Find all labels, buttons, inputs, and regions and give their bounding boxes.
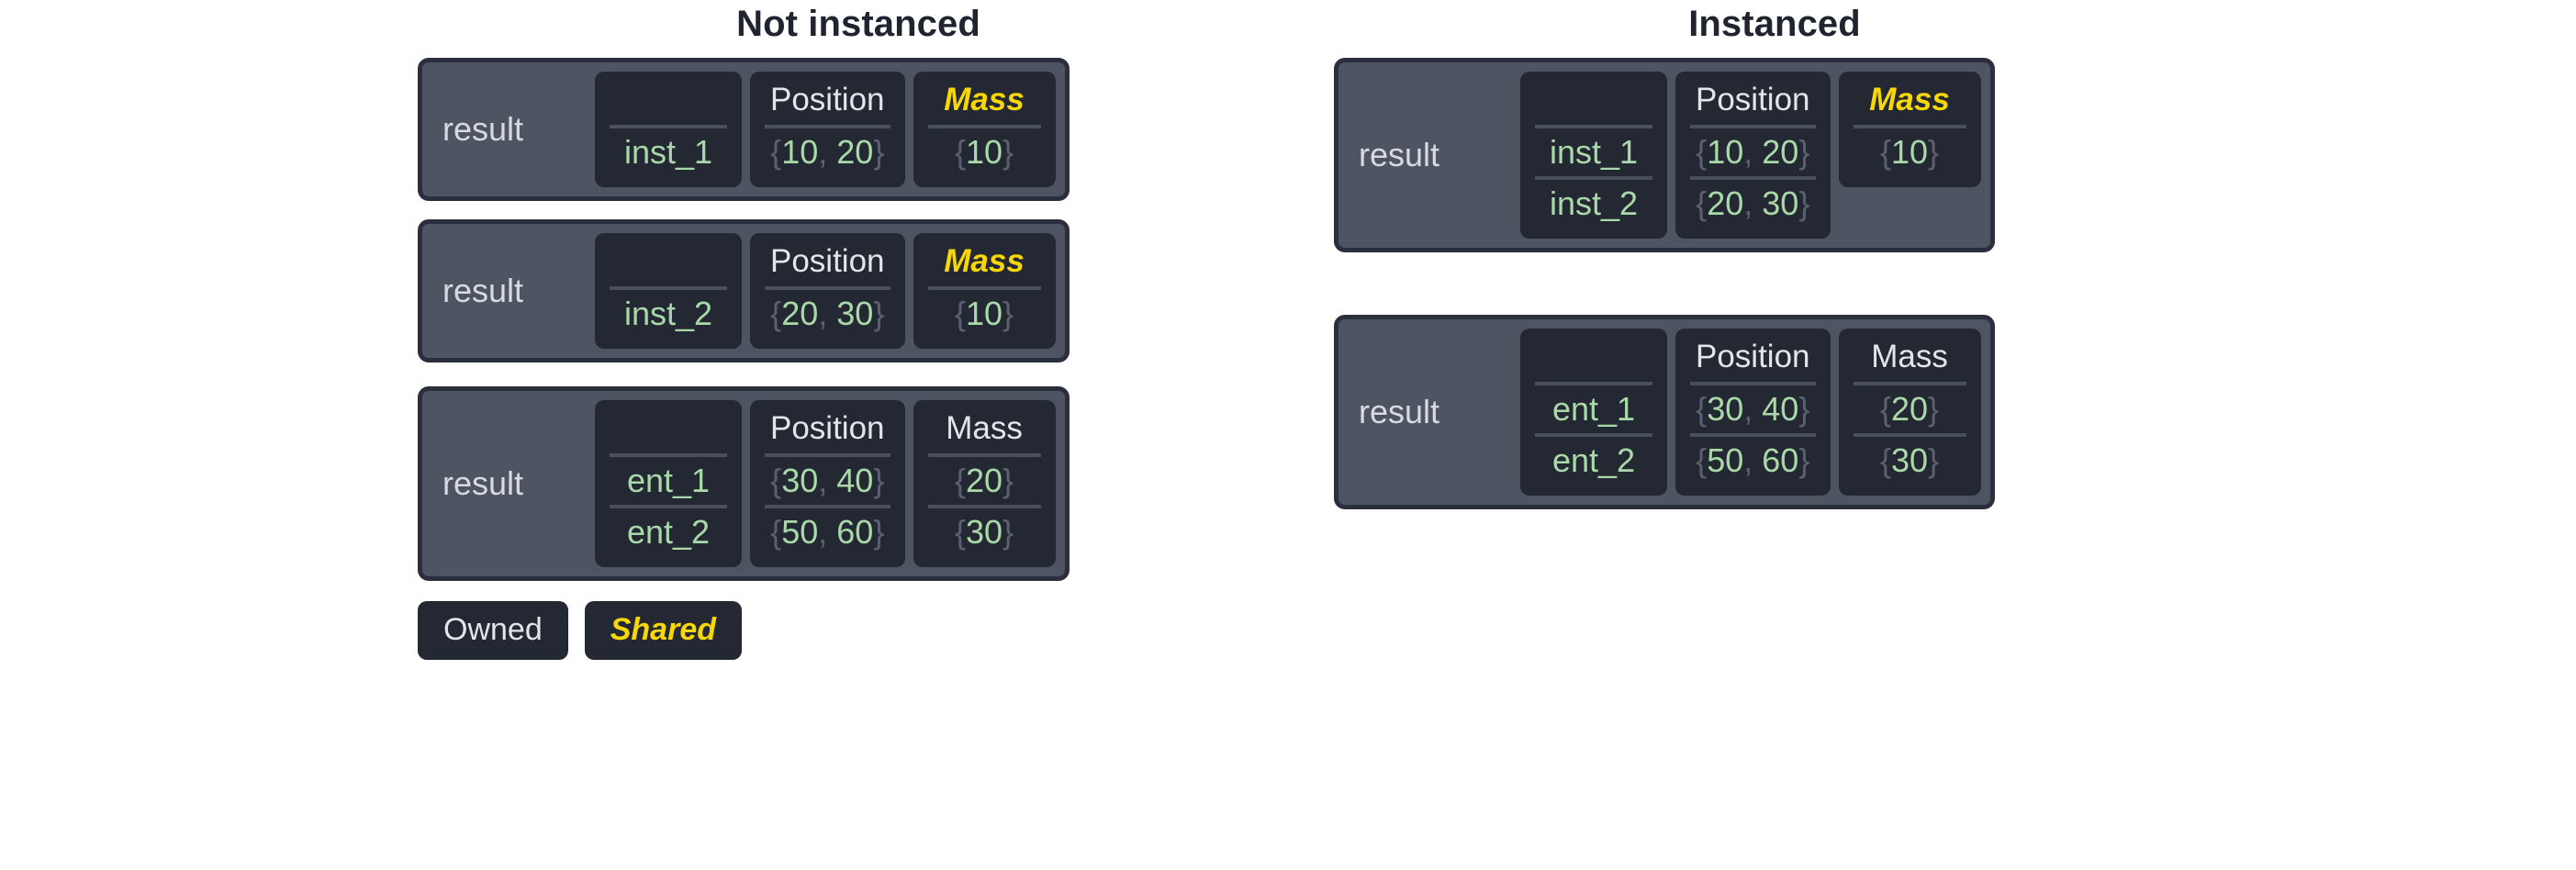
table-columns: inst_1 Position {10, 20} Mass {10} — [595, 62, 1065, 196]
table-cell: {10} — [927, 286, 1041, 338]
table-cell: ent_2 — [1535, 433, 1652, 485]
column-header — [1535, 329, 1652, 382]
table-left-inst-1: result inst_1 Position {10, 20} Mass {10} — [418, 58, 1070, 201]
table-cell: {30, 40} — [765, 453, 890, 505]
table-left-inst-2: result inst_2 Position {20, 30} Mass {10} — [418, 219, 1070, 362]
table-cell: inst_1 — [610, 125, 727, 176]
table-label: result — [442, 272, 524, 309]
table-cell: ent_2 — [610, 505, 727, 556]
table-cell: {50, 60} — [765, 505, 890, 556]
table-cell: inst_2 — [1535, 176, 1652, 228]
column-header — [1535, 72, 1652, 125]
legend: Owned Shared — [418, 601, 742, 660]
table-cell: {20} — [1853, 382, 1966, 433]
table-cell: {50, 60} — [1690, 433, 1816, 485]
column-header: Position — [770, 243, 885, 279]
table-column-mass: Mass {10} — [913, 72, 1056, 187]
column-header: Mass — [1871, 339, 1948, 374]
table-label: result — [1359, 393, 1440, 430]
table-column-position: Position {20, 30} — [750, 233, 905, 349]
table-cell: {10} — [927, 125, 1041, 176]
column-header: Mass — [944, 82, 1025, 117]
column-header: Mass — [944, 243, 1025, 279]
table-column-name: inst_2 — [595, 233, 742, 349]
column-header — [610, 233, 727, 286]
column-header: Position — [1696, 82, 1810, 117]
table-column-name: inst_1 — [595, 72, 742, 187]
table-column-position: Position {10, 20} — [750, 72, 905, 187]
table-column-mass: Mass {10} — [1838, 72, 1981, 187]
table-column-mass: Mass {10} — [913, 233, 1056, 349]
column-header: Position — [1696, 339, 1810, 374]
table-column-position: Position {10, 20}{20, 30} — [1675, 72, 1831, 239]
legend-chip-shared: Shared — [584, 601, 742, 660]
table-label: result — [442, 110, 524, 148]
table-cell: inst_2 — [610, 286, 727, 338]
table-cell: ent_1 — [610, 453, 727, 505]
table-label: result — [1359, 136, 1440, 173]
column-title-not-instanced: Not instanced — [736, 4, 980, 44]
table-cell: {30} — [927, 505, 1041, 556]
column-header: Mass — [946, 410, 1023, 446]
column-header: Mass — [1869, 82, 1950, 117]
table-label: result — [442, 464, 524, 502]
table-cell: {10} — [1853, 125, 1966, 176]
column-header — [610, 400, 727, 453]
table-columns: inst_2 Position {20, 30} Mass {10} — [595, 224, 1065, 358]
table-cell: {20} — [927, 453, 1041, 505]
table-column-mass: Mass {20}{30} — [1838, 329, 1981, 496]
table-column-position: Position {30, 40}{50, 60} — [1675, 329, 1831, 496]
table-cell: {10, 20} — [765, 125, 890, 176]
table-column-mass: Mass {20}{30} — [913, 400, 1056, 567]
table-cell: {10, 20} — [1690, 125, 1816, 176]
column-header: Position — [770, 82, 885, 117]
column-title-instanced: Instanced — [1688, 4, 1861, 44]
table-column-position: Position {30, 40}{50, 60} — [750, 400, 905, 567]
column-header: Position — [770, 410, 885, 446]
table-cell: {20, 30} — [765, 286, 890, 338]
table-cell: {30, 40} — [1690, 382, 1816, 433]
table-cell: {20, 30} — [1690, 176, 1816, 228]
table-cell: inst_1 — [1535, 125, 1652, 176]
legend-chip-owned: Owned — [418, 601, 568, 660]
table-cell: ent_1 — [1535, 382, 1652, 433]
column-header — [610, 72, 727, 125]
table-cell: {30} — [1853, 433, 1966, 485]
